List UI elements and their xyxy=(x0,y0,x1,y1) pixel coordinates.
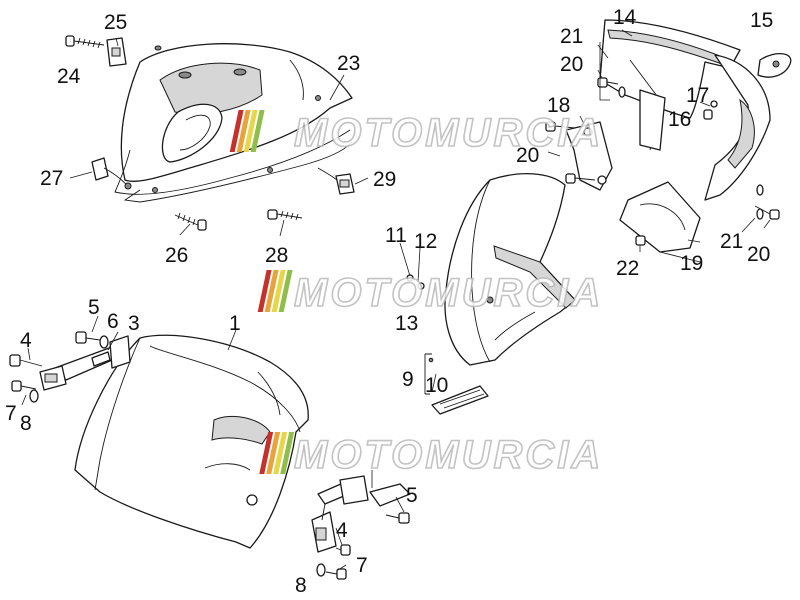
callout-14: 14 xyxy=(613,6,637,29)
callout-26: 26 xyxy=(165,244,188,267)
part-22-bolt xyxy=(635,235,646,246)
callout-8-right: 8 xyxy=(295,574,307,597)
callout-12: 12 xyxy=(414,230,437,253)
part-8-washer-right xyxy=(316,563,326,577)
callout-22: 22 xyxy=(616,257,639,280)
part-10-reflector-strip xyxy=(431,385,489,415)
watermark-middle: MOTOMURCIA xyxy=(257,270,603,316)
part-21-washers xyxy=(618,86,764,220)
part-1-front-mudguard xyxy=(74,334,309,549)
callout-27: 27 xyxy=(40,167,63,190)
part-14-rear-fender xyxy=(599,19,771,201)
watermark-text-bottom: MOTOMURCIA xyxy=(294,433,603,477)
callout-25: 25 xyxy=(104,11,127,34)
part-24-screw xyxy=(65,35,105,49)
callout-28: 28 xyxy=(265,244,288,267)
callout-3: 3 xyxy=(128,312,140,335)
callout-29: 29 xyxy=(373,168,396,191)
callout-16: 16 xyxy=(668,108,691,131)
part-20-bolts xyxy=(545,77,780,220)
callout-1: 1 xyxy=(229,312,241,335)
part-29-clip xyxy=(317,167,355,195)
callout-5-right: 5 xyxy=(406,484,418,507)
part-9-group-bracket xyxy=(424,353,434,395)
part-15-cap xyxy=(757,53,792,78)
callout-4-right: 4 xyxy=(336,519,348,542)
callout-7-right: 7 xyxy=(356,554,368,577)
callout-labels: 1 3 4 4 5 5 6 7 7 8 8 9 10 11 12 13 14 1… xyxy=(5,6,773,597)
part-8-washer-left xyxy=(29,389,39,403)
callout-18: 18 xyxy=(547,94,570,117)
callout-5-left: 5 xyxy=(88,296,100,319)
callout-24: 24 xyxy=(57,65,81,88)
watermark-top: MOTOMURCIA xyxy=(229,110,603,156)
part-4-bolt-left xyxy=(9,354,43,367)
part-26-screw xyxy=(174,212,207,231)
watermark-bottom: MOTOMURCIA xyxy=(259,432,603,478)
part-18-bracket xyxy=(565,121,613,191)
part-23-inner-shield xyxy=(114,43,353,203)
callout-19: 19 xyxy=(680,252,703,275)
callout-20-mid: 20 xyxy=(516,144,539,167)
part-3-bracket-left xyxy=(39,335,131,391)
part-5-bolt-left xyxy=(75,331,101,344)
part-16-bolt xyxy=(703,109,713,120)
callout-15: 15 xyxy=(750,9,773,32)
callout-8-left: 8 xyxy=(20,412,32,435)
callout-21-top: 21 xyxy=(560,25,583,48)
callout-10: 10 xyxy=(425,374,448,397)
part-7-bolt-left xyxy=(11,380,37,392)
watermark-text-top: MOTOMURCIA xyxy=(294,111,603,155)
callout-20-top: 20 xyxy=(560,53,583,76)
callout-11: 11 xyxy=(385,224,407,247)
part-25-clip xyxy=(106,37,127,67)
callout-17: 17 xyxy=(686,84,709,107)
callout-6: 6 xyxy=(107,310,119,333)
watermark-text-middle: MOTOMURCIA xyxy=(294,271,603,315)
part-7-bolt-right xyxy=(325,568,347,580)
callout-7-left: 7 xyxy=(5,402,17,425)
part-28-screw xyxy=(267,209,303,221)
part-6-washer-left xyxy=(99,335,109,349)
callout-23: 23 xyxy=(337,52,360,75)
callout-9: 9 xyxy=(402,368,414,391)
part-3-bracket-right xyxy=(311,475,411,553)
callout-21-right: 21 xyxy=(720,230,743,253)
callout-13: 13 xyxy=(395,312,418,335)
part-27-clip xyxy=(91,157,132,190)
part-13-rear-splash-guard xyxy=(406,173,576,366)
part-17-nut xyxy=(710,100,718,108)
part-4-bolt-right xyxy=(335,544,351,556)
leader-lines xyxy=(21,29,771,571)
part-5-bolt-right xyxy=(385,512,410,524)
callout-20-right: 20 xyxy=(747,243,770,266)
callout-4-left: 4 xyxy=(20,329,32,352)
part-19-lower-bracket xyxy=(619,181,701,263)
